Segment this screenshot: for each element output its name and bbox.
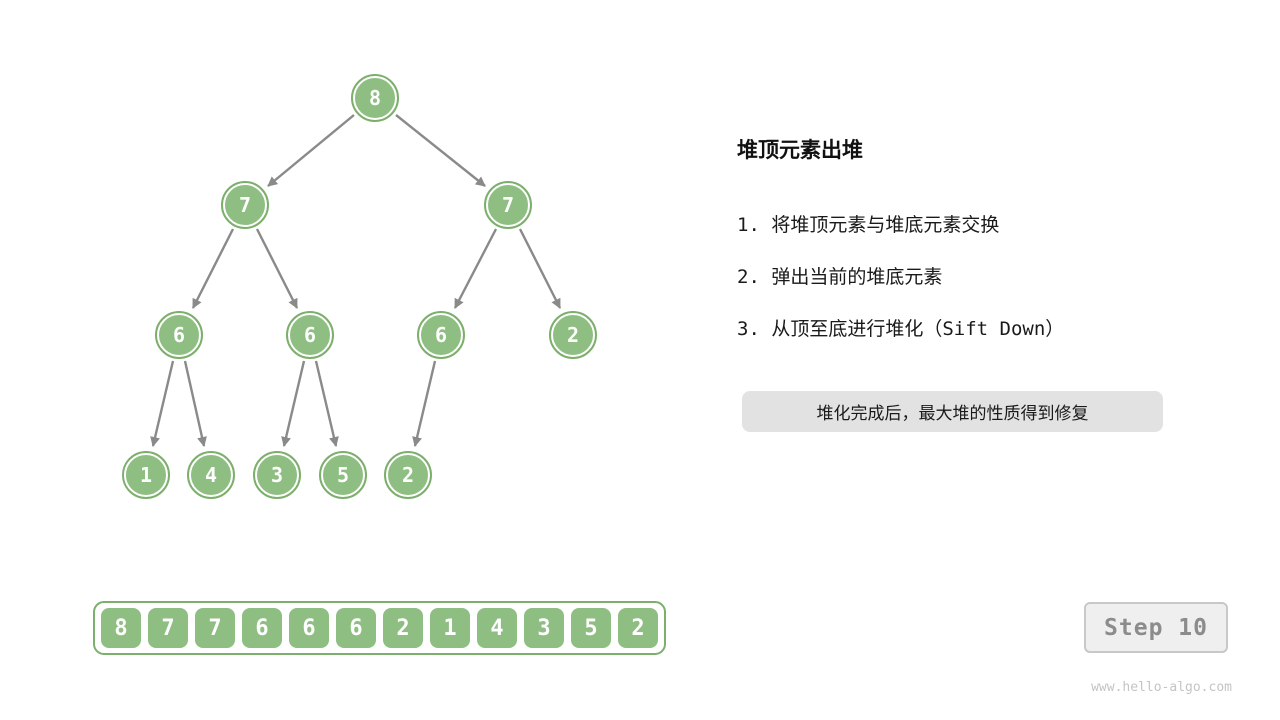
tree-node: 7 [221, 181, 269, 229]
edge [267, 114, 355, 187]
step-list-item: 2. 弹出当前的堆底元素 [737, 266, 943, 288]
watermark: www.hello-algo.com [1091, 680, 1232, 695]
panel-title: 堆顶元素出堆 [737, 138, 863, 162]
array-cell: 2 [618, 608, 658, 648]
step-list: 1. 将堆顶元素与堆底元素交换 2. 弹出当前的堆底元素 3. 从顶至底进行堆化… [737, 212, 1064, 342]
array-cell: 7 [195, 608, 235, 648]
edge [395, 114, 486, 187]
tree-node: 2 [384, 451, 432, 499]
step-list-item: 3. 从顶至底进行堆化（Sift Down） [737, 318, 1065, 340]
array-cell: 3 [524, 608, 564, 648]
array-cell: 6 [336, 608, 376, 648]
array-cell: 8 [101, 608, 141, 648]
array-cell: 7 [148, 608, 188, 648]
array-cell: 4 [477, 608, 517, 648]
array-cell: 1 [430, 608, 470, 648]
tree-node: 3 [253, 451, 301, 499]
array-cell: 6 [242, 608, 282, 648]
edge [518, 228, 562, 309]
tree-node: 7 [484, 181, 532, 229]
array-cell: 6 [289, 608, 329, 648]
tree-node: 6 [417, 311, 465, 359]
heap-tree-diagram: 8 7 7 6 6 6 2 1 4 3 5 2 [0, 0, 720, 580]
tree-node: 4 [187, 451, 235, 499]
edge [453, 228, 498, 309]
tree-node: 6 [286, 311, 334, 359]
step-badge: Step 10 [1084, 602, 1228, 653]
heap-array: 8 7 7 6 6 6 2 1 4 3 5 2 [93, 601, 666, 655]
note-box: 堆化完成后，最大堆的性质得到修复 [742, 391, 1163, 432]
tree-node: 1 [122, 451, 170, 499]
tree-node: 8 [351, 74, 399, 122]
edge [191, 228, 235, 309]
edge [183, 360, 207, 447]
tree-node: 6 [155, 311, 203, 359]
edge [314, 360, 339, 447]
edge [412, 360, 437, 447]
edge [150, 360, 175, 447]
tree-node: 5 [319, 451, 367, 499]
edge [255, 228, 299, 309]
array-cell: 5 [571, 608, 611, 648]
edge [281, 360, 306, 447]
tree-node: 2 [549, 311, 597, 359]
step-list-item: 1. 将堆顶元素与堆底元素交换 [737, 214, 1000, 236]
array-cell: 2 [383, 608, 423, 648]
